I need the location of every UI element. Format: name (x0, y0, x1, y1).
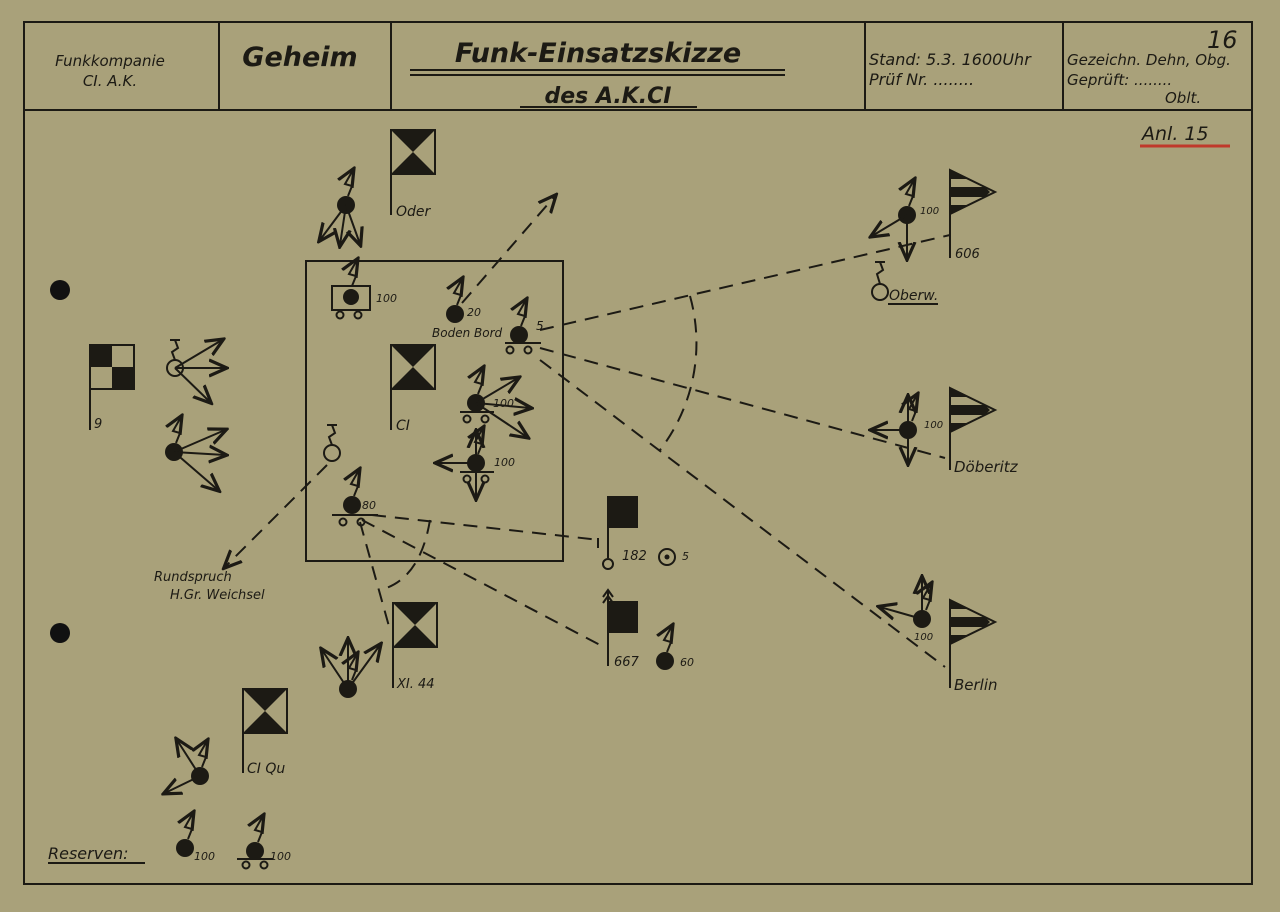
flag-9: 9 (89, 344, 135, 432)
svg-text:Oberw.: Oberw. (889, 288, 938, 304)
svg-text:60: 60 (680, 656, 694, 669)
flag-oder: Oder (390, 129, 436, 220)
annex-number: Anl. 15 (1140, 123, 1209, 145)
station-ci-100b: 100 (437, 428, 515, 498)
station-box-100: 100 (331, 260, 397, 320)
svg-text:5: 5 (682, 550, 689, 563)
signature-rank: Oblt. (1165, 89, 1201, 107)
flag-berlin: Berlin (949, 599, 998, 694)
page-number: 16 (1207, 26, 1238, 54)
reserve-station-1: 100 (176, 813, 215, 863)
document-title: Funk-Einsatzskizze (455, 38, 741, 69)
flag-doeberitz: Döberitz (949, 387, 1019, 476)
reserves-label: Reserven: (48, 844, 129, 863)
svg-text:100: 100 (924, 420, 943, 431)
punch-hole (50, 623, 70, 643)
station-ci-qu (165, 740, 209, 793)
stand-date: Stand: 5.3. 1600Uhr (869, 50, 1032, 69)
corps-hq-area (305, 260, 564, 562)
unit-name: Funkkompanie (55, 52, 165, 70)
svg-text:9: 9 (94, 417, 102, 432)
station-20: 20 (446, 279, 481, 323)
svg-text:100: 100 (494, 456, 515, 469)
station-80: 80 (332, 470, 378, 527)
svg-text:100: 100 (493, 397, 514, 410)
checked-by: Geprüft: ........ (1067, 71, 1172, 89)
flag-182: 182 (597, 496, 647, 570)
flag-xi44: XI. 44 (392, 602, 438, 692)
station-606: 100 (872, 180, 939, 258)
svg-text:606: 606 (955, 247, 980, 262)
unit-corps: CI. A.K. (83, 72, 137, 90)
flag-667: 667 (602, 588, 640, 670)
svg-text:100: 100 (194, 850, 215, 863)
svg-text:CI Qu: CI Qu (247, 761, 285, 777)
svg-text:5: 5 (536, 319, 544, 333)
outer-frame (23, 21, 1253, 885)
punch-hole (50, 280, 70, 300)
flag-606: 606 (949, 169, 996, 262)
document-subtitle: des A.K.CI (545, 84, 672, 109)
flag-ci-qu: CI Qu (242, 688, 288, 777)
station-boden-bord: Boden Bord 5 (432, 300, 544, 355)
station-9-receiver (166, 340, 225, 402)
drawn-by: Gezeichn. Dehn, Obg. (1067, 51, 1231, 69)
station-berlin: 100 (880, 578, 933, 643)
flag-ci: CI (390, 344, 436, 434)
svg-text:100: 100 (920, 206, 939, 217)
svg-text:80: 80 (362, 499, 376, 512)
svg-text:20: 20 (467, 306, 481, 319)
svg-text:100: 100 (270, 850, 291, 863)
svg-text:CI: CI (396, 418, 410, 434)
rundspruch-label: Rundspruch (154, 570, 232, 585)
classification: Geheim (242, 42, 357, 73)
svg-text:Berlin: Berlin (954, 676, 998, 694)
station-ci-100a: 100 (460, 368, 530, 437)
rundspruch-target: H.Gr. Weichsel (170, 588, 265, 603)
station-xi44 (322, 640, 380, 698)
pruef-nr: Prüf Nr. ........ (869, 70, 974, 89)
station-oberw: Oberw. (871, 261, 938, 305)
svg-text:667: 667 (614, 655, 640, 670)
svg-text:100: 100 (376, 292, 397, 305)
svg-text:100: 100 (914, 632, 933, 643)
svg-text:Döberitz: Döberitz (954, 458, 1019, 476)
svg-text:182: 182 (622, 549, 647, 564)
receiver-station (323, 424, 341, 462)
svg-text:XI. 44: XI. 44 (396, 677, 435, 692)
svg-text:Oder: Oder (396, 204, 432, 220)
reserve-station-2: 100 (237, 816, 291, 870)
station-9-transmitter (165, 417, 225, 490)
station-oder (320, 170, 360, 245)
station-5: 5 (658, 548, 689, 566)
station-60: 60 (656, 626, 694, 670)
station-doeberitz: 100 (872, 395, 943, 463)
svg-text:Boden Bord: Boden Bord (432, 326, 503, 340)
